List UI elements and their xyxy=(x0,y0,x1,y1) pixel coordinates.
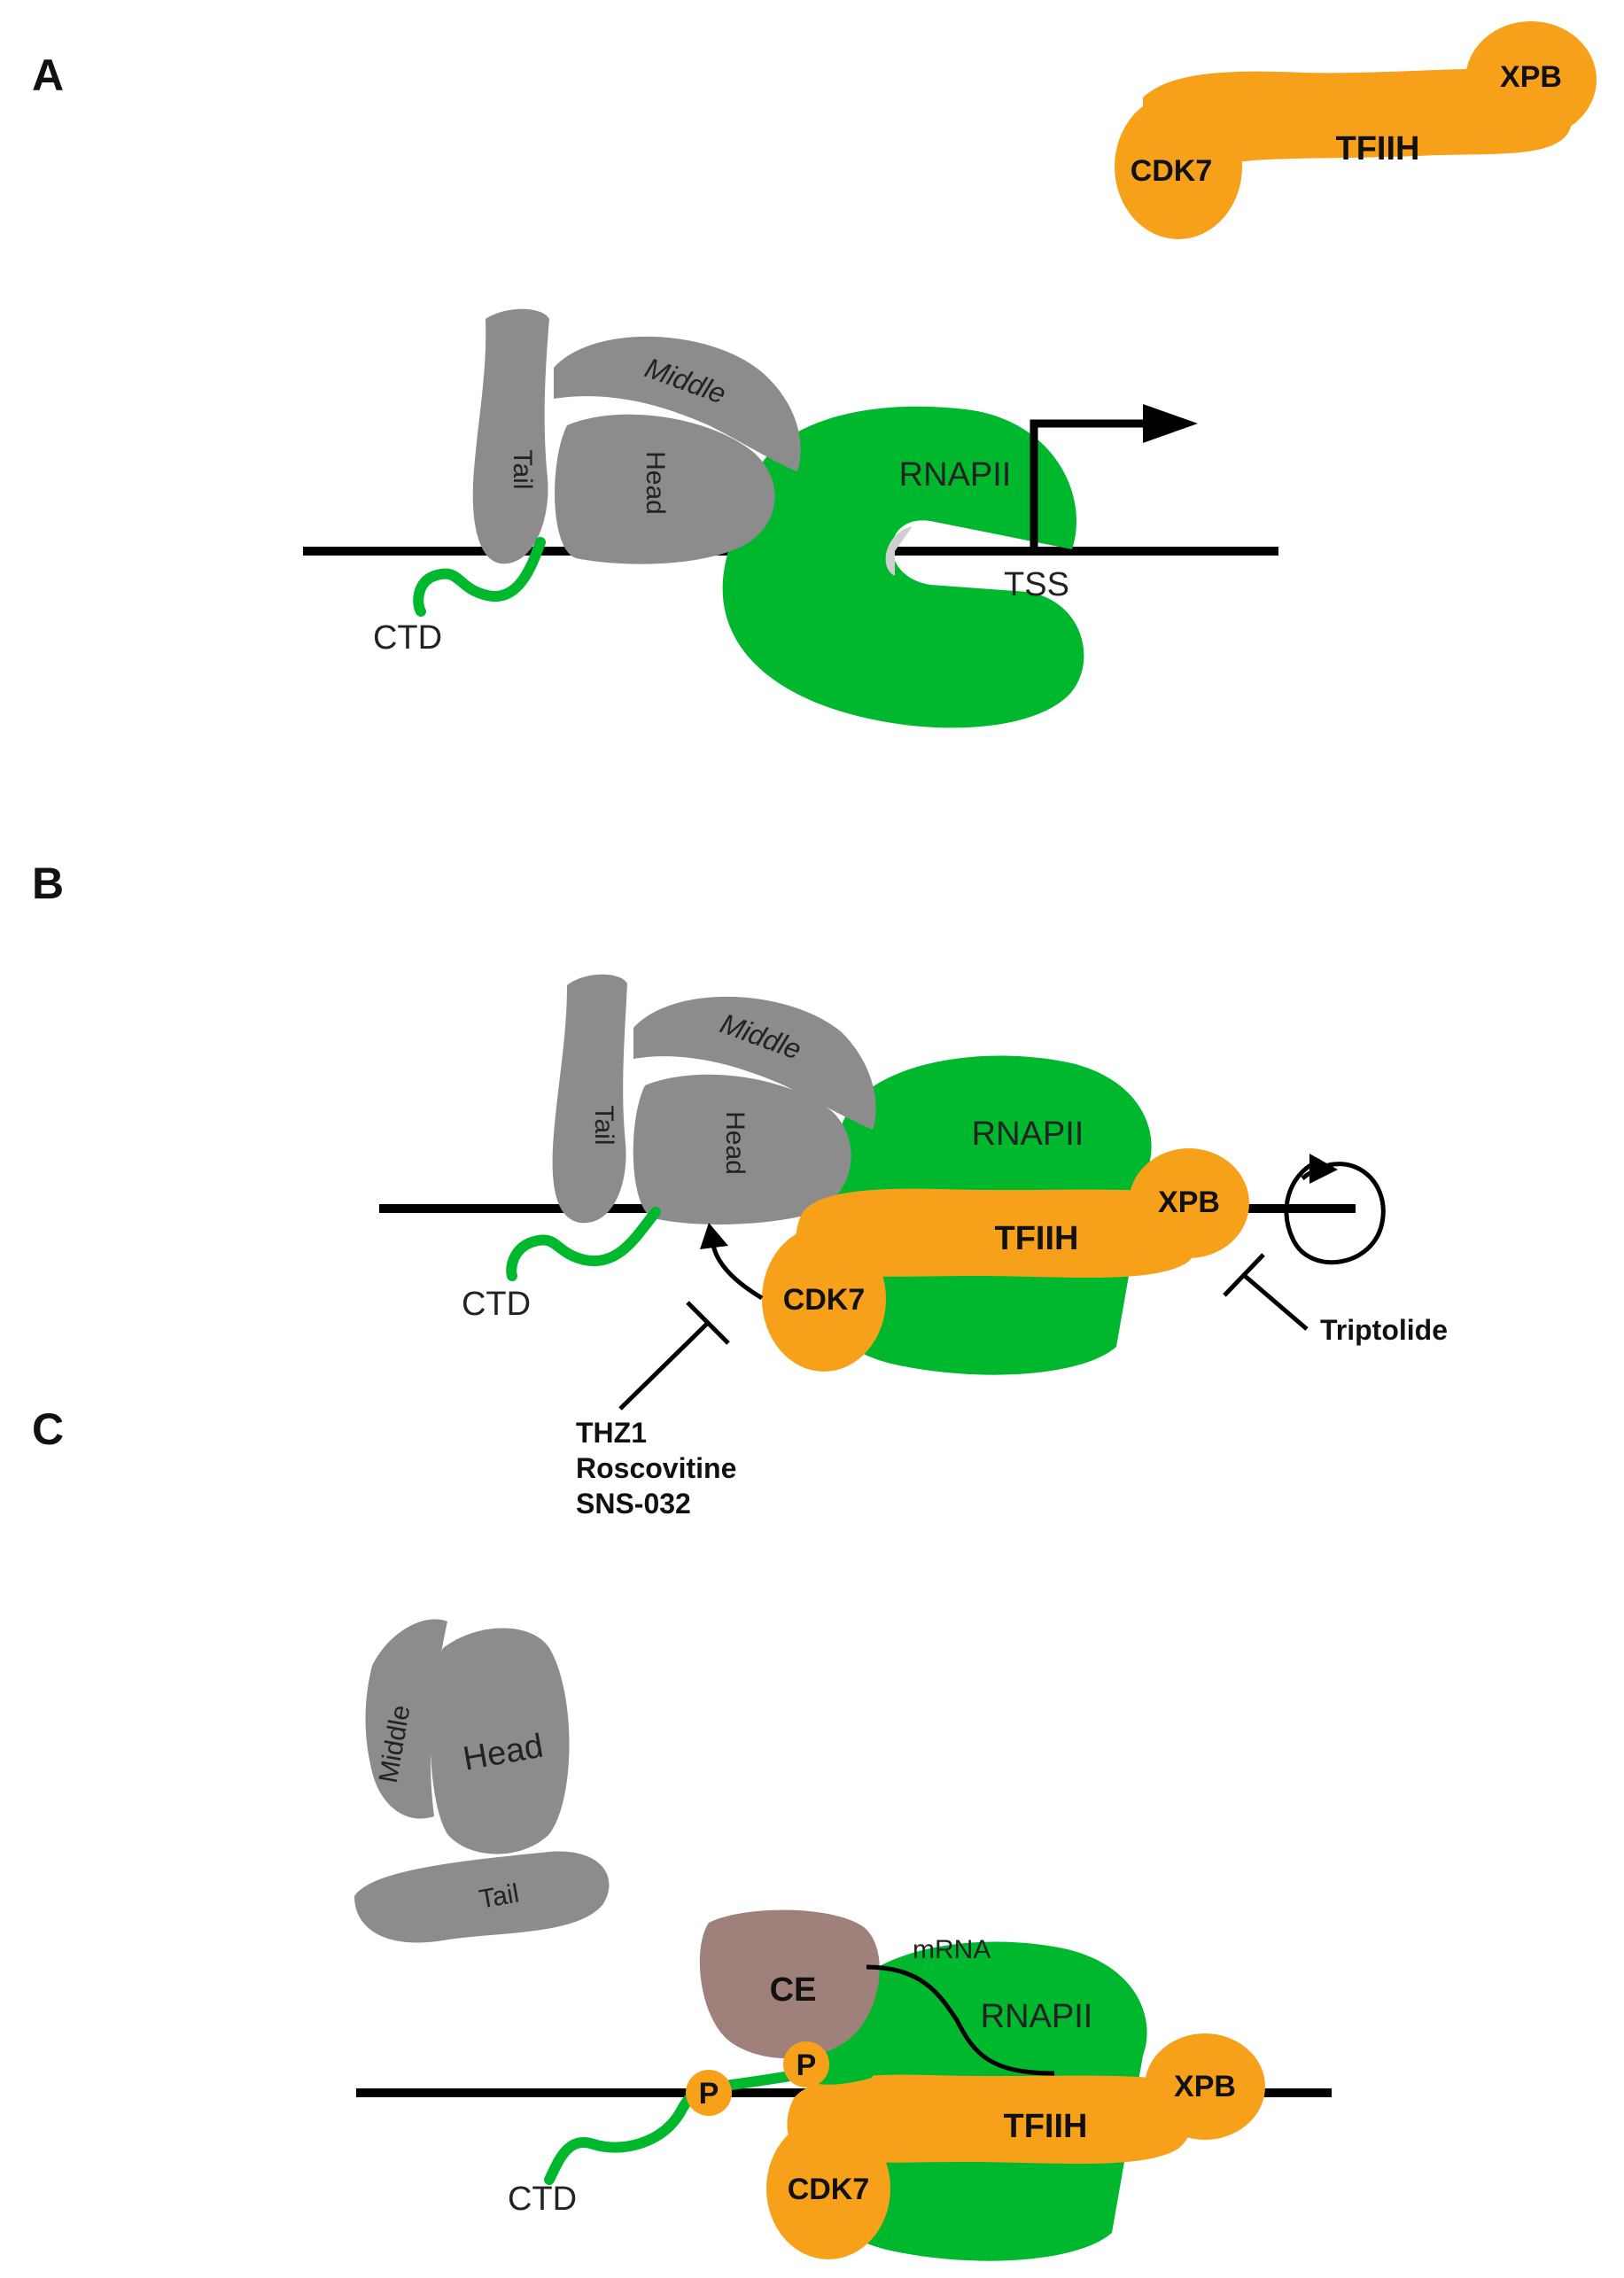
rnapii-shape xyxy=(722,406,1084,728)
mediator-head-label: Head xyxy=(641,451,670,515)
phosphate-group: P xyxy=(783,2041,829,2088)
cdk7-subunit xyxy=(766,2118,890,2259)
mediator-complex: Tail Middle Head xyxy=(472,308,801,564)
xpb-inhibition-symbol xyxy=(1223,1253,1309,1331)
tss-label: TSS xyxy=(1004,566,1069,603)
tfiih-label: TFIIH xyxy=(1004,2108,1088,2145)
xpb-subunit xyxy=(1145,2033,1265,2140)
tss-arrow xyxy=(1030,404,1198,551)
panel-b-letter: B xyxy=(32,859,64,908)
phosphate-group: P xyxy=(686,2070,732,2116)
mediator-head xyxy=(555,414,775,564)
ctd-label: CTD xyxy=(462,1286,531,1323)
mediator-tail-label: Tail xyxy=(477,1878,521,1914)
panel-a-letter: A xyxy=(32,51,64,100)
panel-a: A TFIIH XPB CDK7 RNAPII TSS Tail Mid xyxy=(32,21,1597,728)
tfiih-label: TFIIH xyxy=(995,1220,1079,1257)
mrna-strand xyxy=(866,1964,1055,2076)
xpb-subunit xyxy=(1465,21,1597,138)
mediator-tail xyxy=(552,974,627,1224)
inhibitor-triptolide: Triptolide xyxy=(1320,1314,1448,1346)
xpb-label: XPB xyxy=(1174,2070,1236,2103)
tfiih-label: TFIIH xyxy=(1336,130,1420,167)
ctd-tail xyxy=(413,537,546,617)
inhibitor-thz1: THZ1 xyxy=(576,1417,647,1449)
cdk7-label: CDK7 xyxy=(1131,154,1213,188)
mediator-middle xyxy=(365,1619,447,1819)
inhibitor-roscovitine: Roscovitine xyxy=(576,1452,736,1484)
mediator-tail xyxy=(472,308,549,564)
tfiih-body xyxy=(787,2074,1193,2164)
capping-enzyme xyxy=(699,1909,880,2059)
mediator-head xyxy=(430,1628,570,1854)
xpb-label: XPB xyxy=(1500,60,1562,94)
panel-c: C Middle Head Tail RNAPII CE mRNA TFIIH … xyxy=(32,1404,1332,2261)
inhibitor-sns-032: SNS-032 xyxy=(576,1488,691,1520)
mediator-middle xyxy=(554,336,801,471)
ctd-label: CTD xyxy=(508,2181,577,2218)
cdk7-subunit xyxy=(1115,94,1242,239)
ctd-tail xyxy=(506,1207,661,1281)
mediator-middle xyxy=(633,996,876,1130)
tfiih-complex-bound: TFIIH XPB CDK7 xyxy=(766,2033,1265,2259)
tfiih-body xyxy=(1143,68,1574,169)
mediator-head-label: Head xyxy=(720,1111,750,1175)
panel-c-letter: C xyxy=(32,1404,64,1454)
svg-text:P: P xyxy=(796,2049,817,2082)
mediator-tail-label: Tail xyxy=(589,1105,618,1145)
cdk7-subunit xyxy=(762,1226,886,1372)
svg-text:P: P xyxy=(699,2077,719,2111)
tfiih-body xyxy=(796,1188,1202,1278)
cdk7-inhibition-symbol xyxy=(618,1301,730,1411)
mrna-label: mRNA xyxy=(913,1935,991,1964)
rnapii-channel-shadow xyxy=(885,526,913,576)
cdk7-label: CDK7 xyxy=(788,2173,870,2206)
cdk7-label: CDK7 xyxy=(783,1283,866,1317)
mediator-head xyxy=(633,1074,851,1225)
ctd-label: CTD xyxy=(373,619,442,657)
mediator-tail xyxy=(354,1851,610,1943)
rnapii-label: RNAPII xyxy=(899,456,1012,494)
ce-label: CE xyxy=(770,1971,817,2009)
tfiih-complex-bound: TFIIH XPB CDK7 xyxy=(762,1148,1249,1372)
xpb-label: XPB xyxy=(1158,1186,1220,1219)
translocation-arrow xyxy=(1284,1154,1386,1265)
xpb-subunit xyxy=(1129,1148,1249,1258)
phosphorylation-arrow xyxy=(700,1223,764,1301)
mediator-complex-free: Middle Head Tail xyxy=(354,1619,610,1943)
rnapii-label: RNAPII xyxy=(981,1998,1093,2035)
mediator-tail-label: Tail xyxy=(508,449,537,489)
panel-b: B RNAPII Tail Middle Head TFIIH XPB CDK7… xyxy=(32,859,1448,1520)
rnapii-label: RNAPII xyxy=(972,1116,1084,1153)
tfiih-complex-free: TFIIH XPB CDK7 xyxy=(1115,21,1597,239)
mediator-complex: Tail Middle Head xyxy=(552,974,876,1225)
